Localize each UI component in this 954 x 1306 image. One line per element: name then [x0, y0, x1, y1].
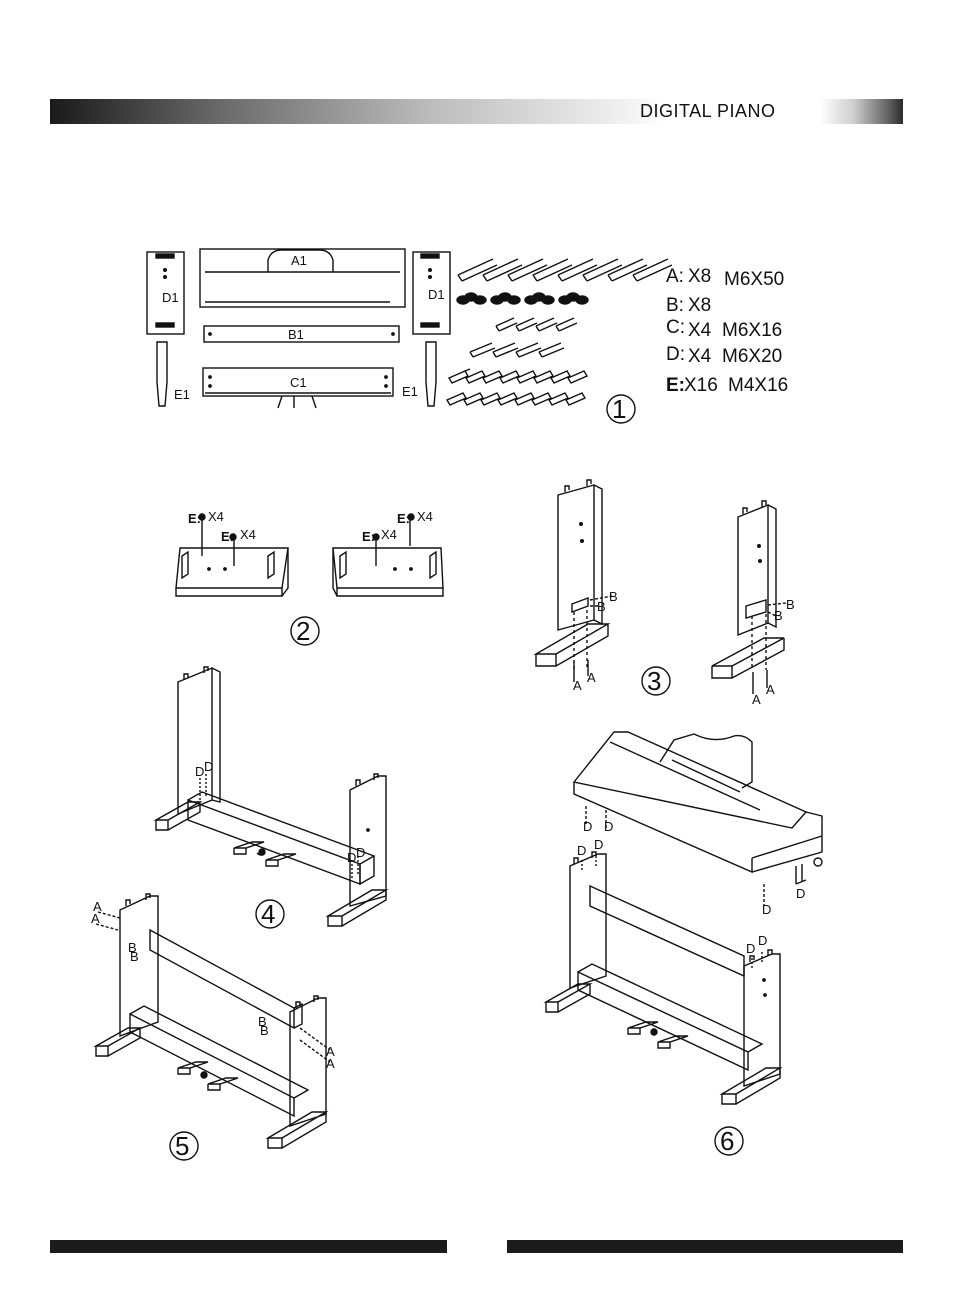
step-number-6: 6: [720, 1126, 734, 1156]
hw-e-key: E:: [666, 375, 685, 396]
step5-a-4: A: [326, 1056, 335, 1071]
hardware-legend: A: X8 M6X50 B: X8 C: X4 M6X16 D: X4 M6X2…: [666, 266, 788, 396]
step6-d-7: D: [746, 941, 755, 956]
step3-a-1: A: [573, 678, 582, 693]
step3-b-1: B: [609, 589, 618, 604]
hw-c-qty: X4: [688, 320, 712, 341]
step2-e-3: E:: [397, 511, 410, 526]
hw-e-size: M4X16: [728, 375, 788, 396]
step4-d-3: D: [347, 850, 356, 865]
hw-d-key: D:: [666, 344, 685, 365]
step-number-5: 5: [175, 1131, 189, 1161]
hw-a-size: M6X50: [724, 269, 784, 290]
step-number-2: 2: [296, 616, 310, 646]
step2-x4-1: X4: [208, 509, 224, 524]
nuts-b-icon: [457, 293, 588, 304]
part-d1-right: D1: [428, 287, 445, 302]
hw-a-key: A:: [666, 266, 684, 287]
step3-a-4: A: [766, 682, 775, 697]
step-number-3: 3: [647, 666, 661, 696]
step4-pedalboard: D D D D 4: [156, 667, 386, 929]
hw-b-key: B:: [666, 295, 684, 316]
hw-c-size: M6X16: [722, 320, 782, 341]
step6-d-3: D: [577, 843, 586, 858]
part-e1-right: E1: [402, 384, 418, 399]
hw-a-qty: X8: [688, 266, 711, 287]
step5-a-2: A: [91, 911, 100, 926]
step4-d-1: D: [195, 764, 204, 779]
bolts-a-icon: [458, 259, 672, 281]
step5-b-4: B: [260, 1023, 269, 1038]
part-c1: C1: [290, 375, 307, 390]
hw-d-qty: X4: [688, 346, 712, 367]
bolts-c-icon: [496, 318, 577, 331]
hw-c-key: C:: [666, 317, 685, 338]
step6-d-5: D: [762, 902, 771, 917]
step6-d-1: D: [583, 819, 592, 834]
step3-a-2: A: [587, 670, 596, 685]
hw-b-qty: X8: [688, 295, 711, 316]
step6-d-2: D: [604, 819, 613, 834]
step2-e-1: E:: [188, 511, 201, 526]
step3-b-3: B: [786, 597, 795, 612]
part-a1: A1: [291, 253, 307, 268]
step6-d-6: D: [796, 886, 805, 901]
step4-d-2: D: [204, 759, 213, 774]
hw-d-size: M6X20: [722, 346, 782, 367]
step2-e-2: E:: [221, 529, 234, 544]
step1-parts: D1 E1 A1 B1 C1 D1 E1: [147, 249, 788, 424]
step-number-1: 1: [612, 394, 626, 424]
step3-a-3: A: [752, 692, 761, 707]
screws-e-icon: [447, 369, 587, 405]
step3-b-2: B: [597, 599, 606, 614]
part-e1-left: E1: [174, 387, 190, 402]
step2-x4-2: X4: [240, 527, 256, 542]
footer-bar-right: [507, 1240, 903, 1253]
part-d1-left: D1: [162, 290, 179, 305]
step6-mount-piano: D D D D D D D D 6: [546, 732, 822, 1156]
step6-d-4: D: [594, 837, 603, 852]
step5-b-2: B: [130, 949, 139, 964]
step3-legs: B B A A B B A A 3: [536, 480, 795, 707]
step-number-4: 4: [261, 899, 275, 929]
hw-e-qty: X16: [684, 375, 718, 396]
part-b1: B1: [288, 327, 304, 342]
step2-x4-3: X4: [417, 509, 433, 524]
step5-rail: A A A A B B B B 5: [91, 894, 335, 1161]
step3-b-4: B: [774, 608, 783, 623]
bolts-d-icon: [470, 343, 564, 357]
step2-brackets: E: X4 E: X4 E: X4 E: X4 2: [176, 509, 443, 646]
step2-x4-4: X4: [381, 527, 397, 542]
footer-bar-left: [50, 1240, 447, 1253]
step6-d-8: D: [758, 933, 767, 948]
step2-e-4: E:: [362, 529, 375, 544]
step4-d-4: D: [356, 845, 365, 860]
